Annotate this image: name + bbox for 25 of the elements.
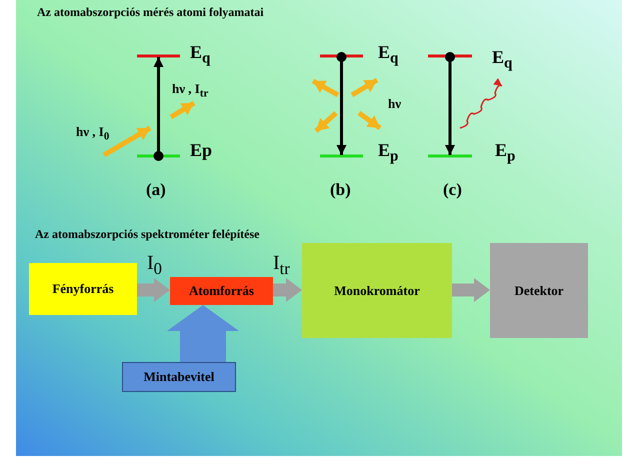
photon-label: hν , I$_{0}$ — [76, 124, 110, 143]
diagram-title: Az atomabszorpciós mérés atomi folyamatai — [37, 5, 264, 20]
atomizer-box: Atomforrás — [170, 277, 273, 305]
photon-label: hν — [388, 96, 402, 112]
edge-label: I$_{tr}$ — [273, 252, 290, 279]
monochromator-box: Monokromátor — [302, 243, 452, 338]
panel-label: (c) — [443, 180, 462, 200]
section-heading: Az atomabszorpciós spektrométer felépítése — [35, 227, 260, 242]
arrow — [137, 278, 170, 302]
level-label: E$_{q}$ — [378, 42, 398, 68]
sample-inlet-box: Mintabevitel — [122, 362, 236, 392]
arrow — [273, 278, 302, 302]
light-source-box: Fényforrás — [29, 263, 137, 315]
level-label: E$_{q}$ — [492, 47, 512, 73]
level-label: Ep — [190, 140, 212, 161]
level-label: E$_{p}$ — [495, 140, 516, 166]
edge-label: I$_{0}$ — [147, 252, 162, 279]
panel-label: (a) — [146, 180, 166, 200]
level-label: E$_{p}$ — [378, 140, 398, 166]
block-arrow — [167, 305, 239, 362]
photon-label: hν , I$_{tr}$ — [172, 81, 208, 100]
detector-box: Detektor — [490, 243, 588, 338]
arrow — [452, 278, 490, 302]
level-label: E$_{q}$ — [190, 42, 210, 68]
panel-label: (b) — [330, 180, 351, 200]
